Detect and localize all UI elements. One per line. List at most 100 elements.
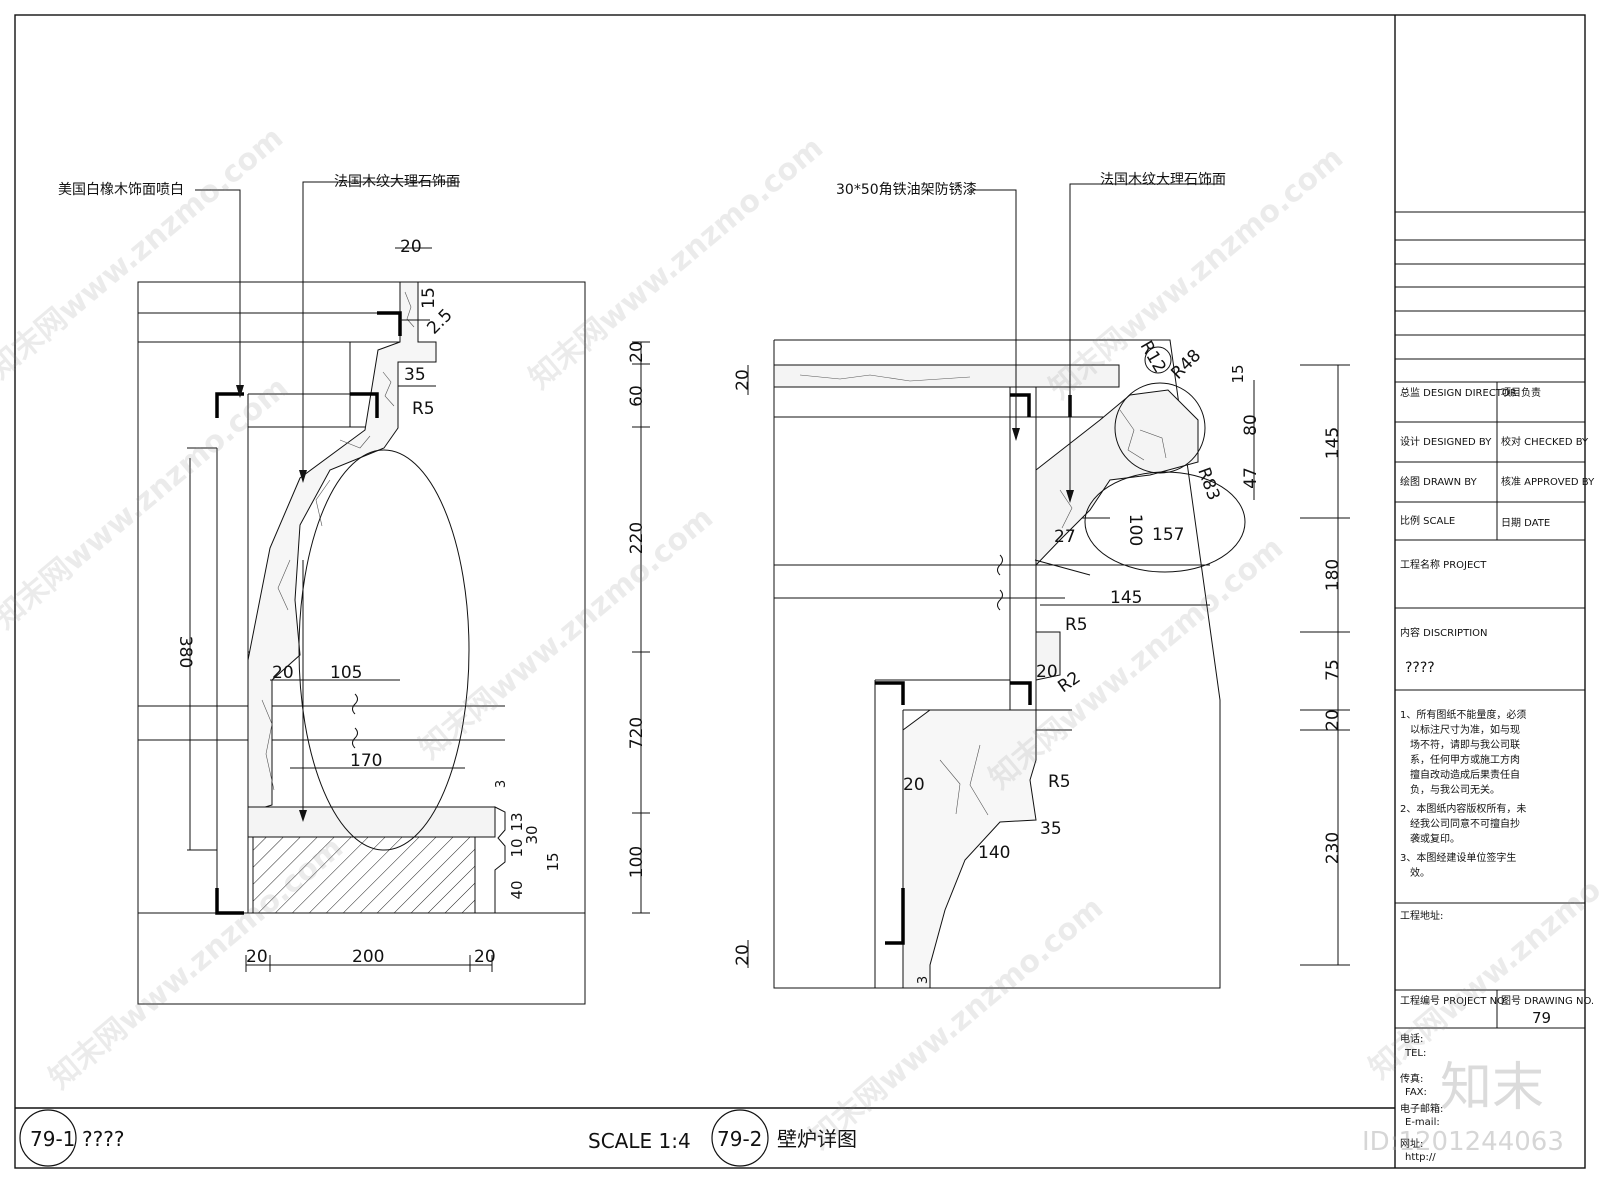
right-dim-157: 157 — [1152, 525, 1184, 545]
left-dim-inner-170: 170 — [350, 751, 382, 771]
left-dim-profile-15: 15 — [544, 852, 562, 871]
left-dim-top-r5: R5 — [412, 399, 435, 419]
detail2-title: 壁炉详图 — [777, 1127, 857, 1151]
tb-drawing-no-label: 图号 DRAWING NO. — [1501, 995, 1594, 1007]
right-dim-35: 35 — [1040, 819, 1062, 839]
left-dim-profile-13: 13 — [508, 812, 526, 831]
right-callout-marble: 法国木纹大理石饰面 — [1100, 172, 1226, 188]
left-hearth-nosing — [474, 806, 506, 914]
tb-drawing-no: 79 — [1532, 1009, 1551, 1027]
watermark-logo: 知末 — [1440, 1058, 1544, 1118]
tb-designed-by: 设计 DESIGNED BY — [1400, 435, 1492, 448]
sheet-border — [14, 14, 1586, 1169]
watermark-id: ID:1201244063 — [1362, 1127, 1564, 1157]
tb-description: 内容 DISCRIPTION — [1400, 626, 1488, 639]
tb-email-cn: 电子邮箱: — [1400, 1102, 1443, 1115]
left-dim-v-20: 20 — [627, 341, 647, 363]
tb-scale: 比例 SCALE — [1400, 514, 1455, 527]
tb-note-line: 负，与我公司无关。 — [1410, 783, 1500, 796]
right-dim-100: 100 — [1125, 514, 1145, 546]
tb-web-cn: 网址: — [1400, 1137, 1423, 1150]
right-callout-angle-iron: 30*50角铁油架防锈漆 — [836, 182, 977, 198]
tb-note-line: 2、本图纸内容版权所有，未 — [1400, 802, 1526, 815]
watermark-text: 知末网www.znzmo.com — [0, 370, 295, 636]
right-small-marble — [1035, 631, 1061, 681]
tb-description-value: ???? — [1405, 660, 1435, 676]
tb-tel: TEL: — [1404, 1048, 1426, 1059]
right-ellipse — [1084, 471, 1246, 573]
tb-design-director: 总监 DESIGN DIRECTOR — [1400, 386, 1517, 399]
right-dim-r83: R83 — [1193, 465, 1223, 503]
watermark-text: 知末网www.znzmo.com — [983, 530, 1290, 796]
left-dim-inner-20: 20 — [272, 663, 294, 683]
tb-drawn-by: 绘图 DRAWN BY — [1400, 475, 1478, 488]
left-dim-top-2-5: 2.5 — [423, 305, 456, 338]
right-dim-145: 145 — [1110, 588, 1142, 608]
right-large-circle — [1114, 382, 1206, 474]
detail1-bubble — [19, 1109, 77, 1167]
right-dim-20-slab-bottom: 20 — [733, 944, 753, 966]
right-dim-v-145: 145 — [1323, 427, 1343, 459]
left-detail: 20 15 2.5 35 R5 20 60 220 720 100 380 20… — [58, 174, 650, 1005]
left-dim-profile-40: 40 — [508, 880, 526, 899]
tb-note-line: 袭或复印。 — [1410, 832, 1460, 845]
right-dim-3: 3 — [916, 976, 931, 984]
right-lower-marble — [902, 709, 1037, 989]
watermark-text: 知末网www.znzmo.com — [0, 120, 290, 386]
bottom-bar: 79-1 ???? SCALE 1:4 79-2 壁炉详图 — [19, 1109, 857, 1167]
detail2-id: 79-2 — [717, 1127, 762, 1151]
left-callout-oak: 美国白橡木饰面喷白 — [58, 182, 184, 198]
detail1-id: 79-1 — [30, 1127, 75, 1151]
right-dim-v-230: 230 — [1323, 832, 1343, 864]
tb-note-line: 以标注尺寸为准，如与现 — [1410, 723, 1520, 736]
left-dim-bottom-200: 200 — [352, 947, 384, 967]
left-dim-inner-105: 105 — [330, 663, 362, 683]
left-dim-v-720: 720 — [627, 717, 647, 749]
left-dim-top-15: 15 — [419, 287, 439, 309]
left-detail-ellipse — [298, 449, 470, 851]
left-callout-marble: 法国木纹大理石饰面 — [334, 174, 460, 190]
left-dim-total-380: 380 — [175, 636, 195, 668]
left-hearth-top — [247, 806, 496, 838]
tb-note-line: 经我公司同意不可擅自抄 — [1410, 817, 1520, 830]
right-dim-27: 27 — [1054, 527, 1076, 547]
tb-note-line: 效。 — [1410, 866, 1430, 879]
left-dim-v-100: 100 — [627, 846, 647, 878]
tb-project-no: 工程编号 PROJECT NO. — [1400, 994, 1508, 1007]
left-hearth-hatched — [252, 836, 476, 914]
tb-site-address: 工程地址: — [1400, 909, 1443, 922]
watermark-text: 知末网www.znzmo.com — [43, 830, 350, 1096]
right-dim-20-slab-top: 20 — [733, 369, 753, 391]
watermark-text: 知末网www.znzmo.com — [523, 130, 830, 396]
right-top-slab — [773, 364, 1120, 388]
right-dim-r5-upper: R5 — [1065, 615, 1088, 635]
right-dim-140: 140 — [978, 843, 1010, 863]
left-dim-v-220: 220 — [627, 522, 647, 554]
right-dim-47: 47 — [1241, 467, 1261, 489]
tb-note-line: 擅自改动造成后果责任自 — [1410, 768, 1520, 781]
left-dim-profile-10: 10 — [508, 838, 526, 857]
right-small-circle — [1144, 346, 1172, 374]
tb-fax-cn: 传真: — [1400, 1072, 1423, 1085]
tb-email: E-mail: — [1405, 1117, 1440, 1128]
tb-note-line: 场不符，请即与我公司联 — [1410, 738, 1520, 751]
watermark-text: 知末网www.znzmo.com — [413, 500, 720, 766]
left-frame — [137, 281, 586, 1005]
tb-approved-by: 核准 APPROVED BY — [1501, 475, 1595, 488]
tb-project-lead: 项目负责 — [1501, 386, 1541, 399]
right-dim-r5-lower: R5 — [1048, 772, 1071, 792]
right-dim-v-75: 75 — [1323, 659, 1343, 681]
tb-web: http:// — [1405, 1152, 1436, 1163]
tb-date: 日期 DATE — [1501, 517, 1550, 529]
tb-note-line: 系，任何甲方或施工方肉 — [1410, 753, 1520, 766]
scale-text: SCALE 1:4 — [588, 1129, 691, 1153]
tb-checked-by: 校对 CHECKED BY — [1501, 435, 1589, 448]
left-dim-v-60: 60 — [627, 385, 647, 407]
title-block: 总监 DESIGN DIRECTOR 项目负责 设计 DESIGNED BY 校… — [1395, 211, 1595, 1163]
left-dim-top-20: 20 — [400, 237, 422, 257]
tb-fax: FAX: — [1405, 1087, 1427, 1098]
tb-note-line: 1、所有图纸不能量度，必须 — [1400, 708, 1526, 721]
tb-note-line: 3、本图经建设单位签字生 — [1400, 851, 1516, 864]
left-dim-bottom-20b: 20 — [474, 947, 496, 967]
